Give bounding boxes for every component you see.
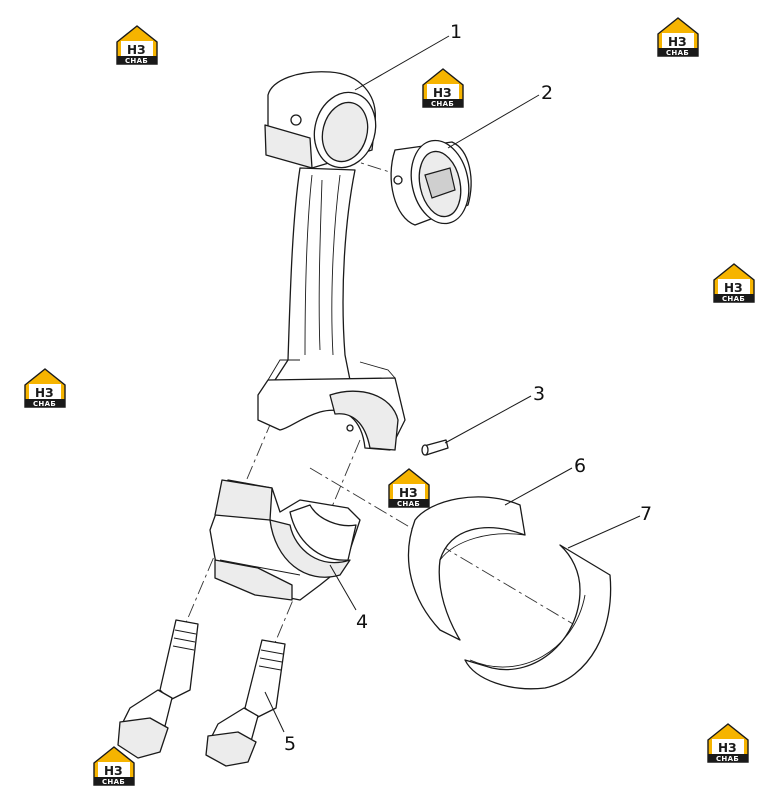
svg-text:СНАБ: СНАБ [722,295,745,303]
svg-text:НЗ: НЗ [724,281,743,295]
watermark-logo-icon: НЗ СНАБ [657,17,699,57]
svg-text:НЗ: НЗ [104,764,123,778]
upper-bearing-shell [407,496,526,641]
rod-bolt-right [205,639,286,767]
watermark-logo-icon: НЗ СНАБ [116,25,158,65]
callout-numbers: 1 2 3 4 5 6 7 [284,21,652,755]
svg-text:НЗ: НЗ [399,486,418,500]
leader-lines [264,35,641,733]
svg-text:СНАБ: СНАБ [125,57,148,65]
watermark-logos: НЗ СНАБ НЗ СНАБ НЗ СНАБ НЗ СНАБ НЗ СНАБ … [24,17,755,786]
svg-text:СНАБ: СНАБ [102,778,125,786]
connecting-rod [257,71,406,451]
connecting-rod-cap [209,479,361,601]
svg-text:НЗ: НЗ [668,35,687,49]
svg-text:СНАБ: СНАБ [666,49,689,57]
callout-4: 4 [356,611,368,633]
watermark-logo-icon: НЗ СНАБ [93,746,135,786]
svg-text:НЗ: НЗ [127,43,146,57]
callout-7: 7 [640,503,652,525]
svg-text:НЗ: НЗ [718,741,737,755]
lower-bearing-shell [464,544,612,690]
svg-text:СНАБ: СНАБ [397,500,420,508]
svg-text:СНАБ: СНАБ [716,755,739,763]
watermark-logo-icon: НЗ СНАБ [713,263,755,303]
watermark-logo-icon: НЗ СНАБ [422,68,464,108]
svg-text:НЗ: НЗ [35,386,54,400]
svg-text:СНАБ: СНАБ [431,100,454,108]
watermark-logo-icon: НЗ СНАБ [24,368,66,408]
small-end-bushing [390,139,472,226]
callout-5: 5 [284,733,296,755]
callout-3: 3 [533,383,545,405]
callout-6: 6 [574,455,586,477]
callout-1: 1 [450,21,462,43]
svg-text:СНАБ: СНАБ [33,400,56,408]
rod-bolt-left [117,619,199,759]
watermark-logo-icon: НЗ СНАБ [388,468,430,508]
dowel-pin [421,439,449,456]
callout-2: 2 [541,82,553,104]
svg-text:НЗ: НЗ [433,86,452,100]
watermark-logo-icon: НЗ СНАБ [707,723,749,763]
